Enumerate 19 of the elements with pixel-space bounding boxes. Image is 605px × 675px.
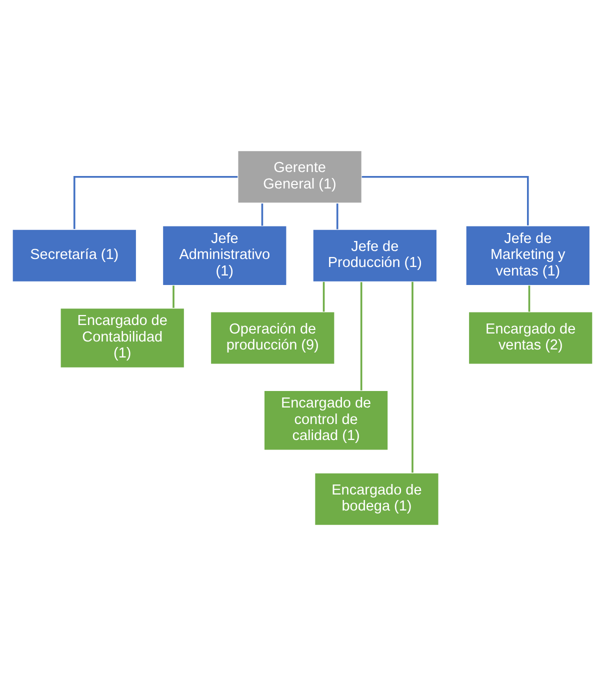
node-box: Encargado de control de calidad (1) bbox=[264, 390, 388, 450]
connector bbox=[412, 281, 414, 472]
node-box: Encargado de bodega (1) bbox=[314, 472, 440, 526]
node-box: Encargado de Contabilidad (1) bbox=[60, 307, 185, 368]
connector bbox=[73, 175, 238, 228]
connector bbox=[360, 282, 362, 390]
node-box: Jefe de Producción (1) bbox=[312, 228, 438, 282]
connector bbox=[322, 281, 325, 312]
connector bbox=[528, 285, 530, 312]
node-box: Jefe Administrativo (1) bbox=[162, 224, 288, 286]
connector bbox=[362, 175, 529, 225]
connector bbox=[336, 203, 338, 229]
node-box: Jefe de Marketing y ventas (1) bbox=[465, 224, 590, 286]
node-box: Secretaría (1) bbox=[12, 228, 137, 282]
node-box: Gerente General (1) bbox=[237, 150, 362, 204]
connector bbox=[172, 285, 174, 308]
connector bbox=[261, 203, 264, 226]
node-box: Operación de producción (9) bbox=[210, 310, 336, 364]
node-box: Encargado de ventas (2) bbox=[468, 310, 594, 364]
